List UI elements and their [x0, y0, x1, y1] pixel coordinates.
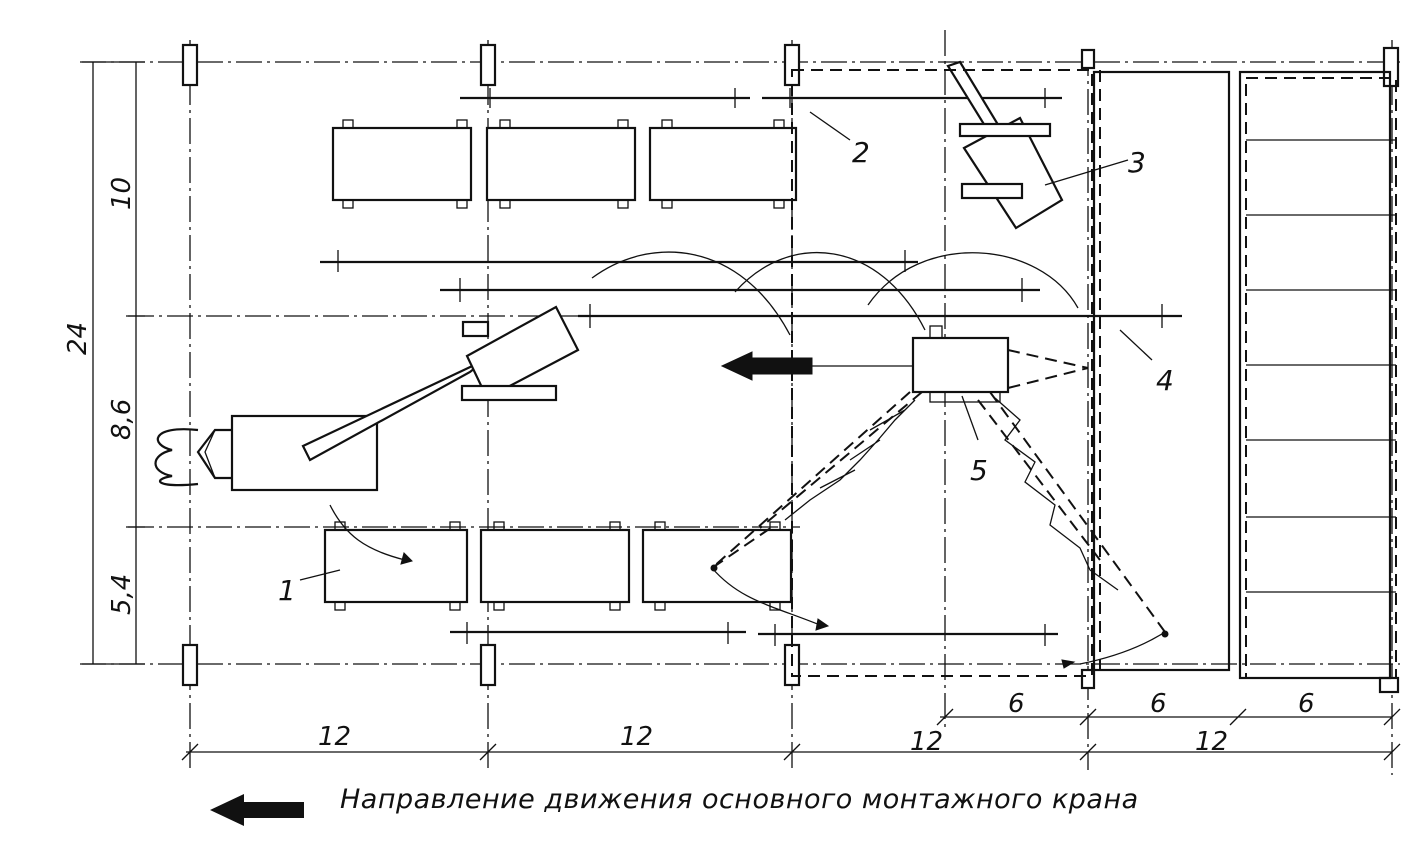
swing-arcs — [591, 251, 1079, 336]
legend-caption: Направление движения основного монтажног… — [340, 784, 1139, 815]
bottom-dimension-chain: 12 12 12 12 6 6 6 — [181, 689, 1401, 761]
stacked-elements-upper — [331, 119, 798, 209]
label-4: 4 — [1156, 364, 1174, 397]
dim-bay-1: 12 — [318, 722, 351, 752]
main-crane — [154, 305, 580, 565]
label-2: 2 — [852, 136, 870, 169]
dim-segment-10: 10 — [107, 177, 137, 210]
dim-bay-4: 12 — [1195, 727, 1228, 757]
callouts: 1 2 3 4 5 — [278, 111, 1174, 607]
building-frame — [791, 69, 1397, 680]
crane-5 — [710, 325, 1169, 669]
label-1: 1 — [278, 574, 296, 607]
dim-bay-3: 12 — [910, 727, 943, 757]
dim-total-height: 24 — [63, 322, 93, 355]
dim-small-2: 6 — [1150, 689, 1167, 719]
crane-rails — [320, 88, 1182, 646]
label-5: 5 — [970, 454, 988, 487]
label-3: 3 — [1128, 146, 1146, 179]
dim-bay-2: 12 — [620, 722, 653, 752]
dim-segment-8-6: 8,6 — [107, 399, 137, 440]
left-dimension-chain: 24 10 8,6 5,4 — [63, 61, 145, 665]
arrow-left-icon — [210, 794, 304, 826]
dim-small-1: 6 — [1008, 689, 1025, 719]
dim-segment-5-4: 5,4 — [107, 574, 137, 615]
crane-3 — [946, 60, 1064, 230]
dim-small-3: 6 — [1298, 689, 1315, 719]
stacked-elements-lower — [323, 521, 793, 611]
